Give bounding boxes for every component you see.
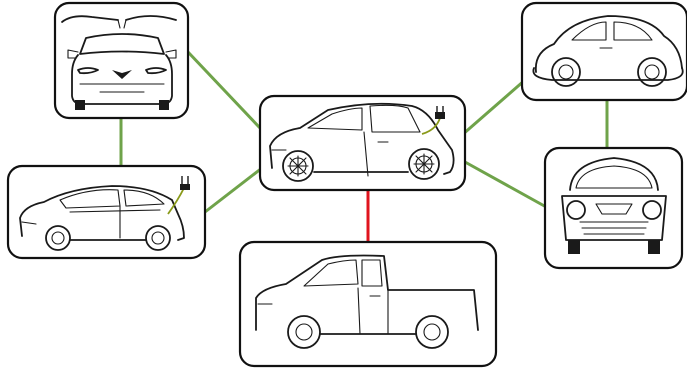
edge-center-mid-left: [205, 168, 262, 212]
node-center[interactable]: [260, 96, 465, 190]
node-top-left[interactable]: [55, 3, 188, 118]
node-mid-right[interactable]: [545, 148, 682, 268]
node-bottom[interactable]: [240, 242, 496, 366]
edge-center-mid-right: [465, 162, 548, 208]
node-top-right[interactable]: [522, 3, 687, 100]
edge-center-top-left: [188, 52, 260, 128]
node-mid-left[interactable]: [8, 166, 205, 258]
edge-center-top-right: [462, 80, 525, 135]
